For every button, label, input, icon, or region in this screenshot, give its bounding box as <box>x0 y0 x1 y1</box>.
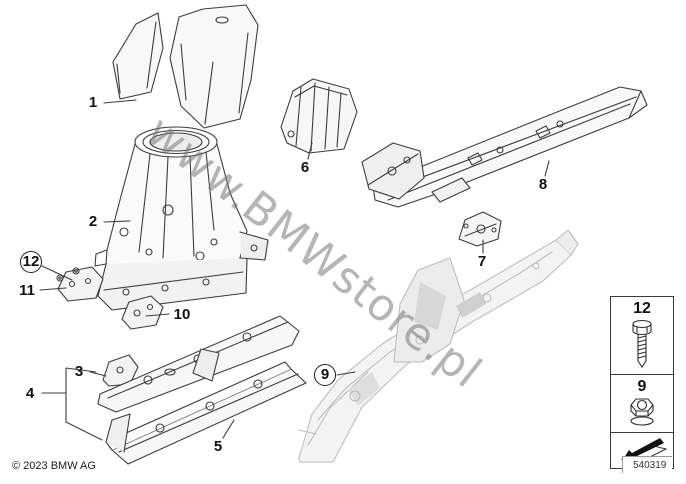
legend-label-12: 12 <box>633 300 651 317</box>
flange-nut-icon <box>630 398 654 426</box>
part-1-wheelhouse-side-panels <box>112 4 259 129</box>
leader-lines <box>39 99 550 441</box>
copyright-text: © 2023 BMW AG <box>12 460 96 472</box>
callout-8[interactable]: 8 <box>538 176 548 193</box>
callout-4[interactable]: 4 <box>25 385 35 402</box>
part-3-bracket <box>102 354 139 387</box>
callout-6[interactable]: 6 <box>300 159 310 176</box>
callout-9[interactable]: 9 <box>314 364 336 386</box>
callout-1[interactable]: 1 <box>88 94 98 111</box>
callout-3[interactable]: 3 <box>74 363 84 380</box>
part-11-bracket <box>57 266 104 302</box>
part-6-bracket <box>280 78 358 154</box>
part-10-bracket <box>121 295 164 330</box>
legend-box: 12 9 <box>610 296 674 469</box>
legend-label-9: 9 <box>637 378 647 395</box>
part-9-reference-side-member <box>298 229 579 463</box>
part-2-front-wheelhouse <box>94 126 269 311</box>
callout-2[interactable]: 2 <box>88 213 98 230</box>
legend-item-bolt[interactable]: 12 <box>611 297 673 374</box>
part-8-side-member-extension <box>361 86 648 208</box>
bolt-icon <box>632 319 652 368</box>
diagram-number: 540319 <box>622 456 673 473</box>
callout-12[interactable]: 12 <box>20 251 42 273</box>
legend-item-nut[interactable]: 9 <box>611 374 673 432</box>
callout-5[interactable]: 5 <box>213 438 223 455</box>
part-7-bracket <box>458 211 502 247</box>
part-5-engine-support-rail-lower <box>105 361 307 465</box>
callout-7[interactable]: 7 <box>477 253 487 270</box>
part-4-engine-support-rail-upper <box>97 315 300 413</box>
callout-11[interactable]: 11 <box>19 282 35 299</box>
callout-10[interactable]: 10 <box>173 306 191 323</box>
